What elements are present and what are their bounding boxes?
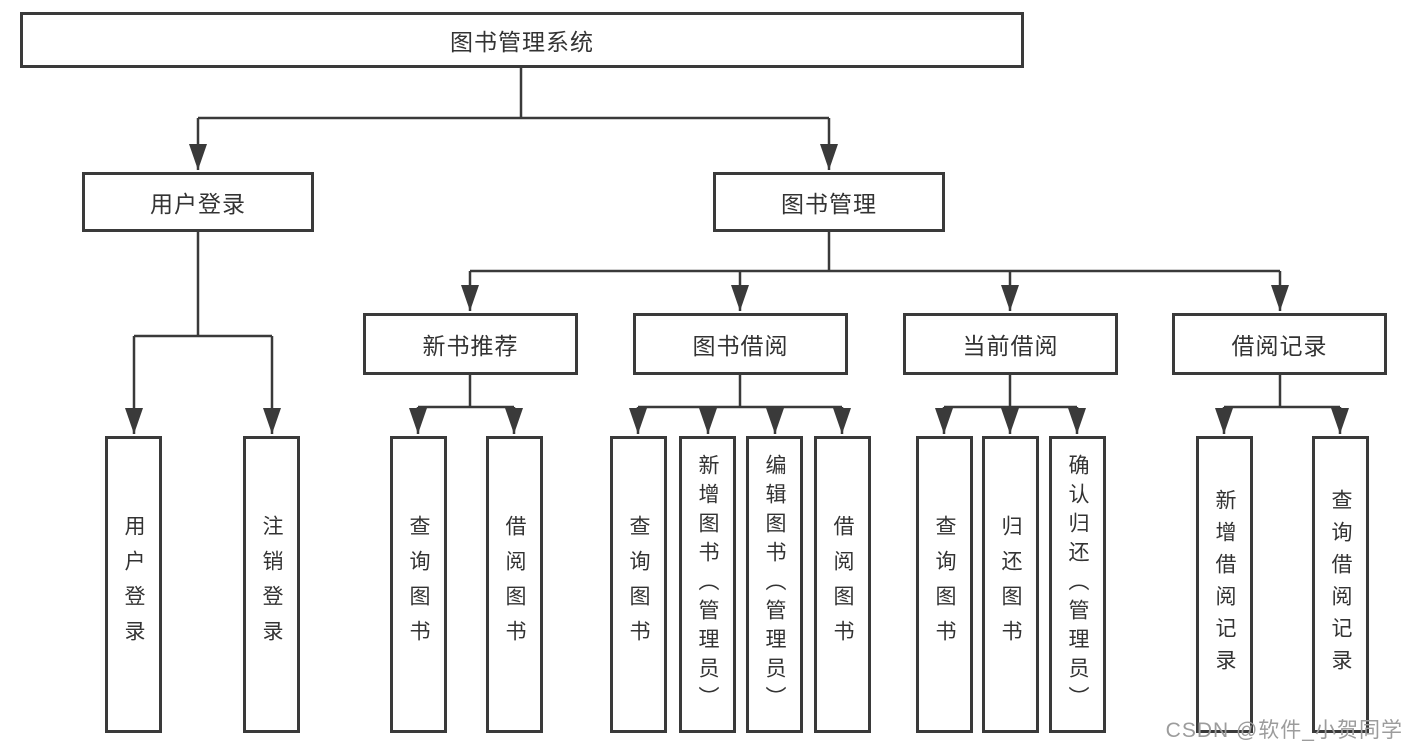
leaf-add-books-admin: 新增图书（管理员）: [679, 436, 736, 733]
node-label: 当前借阅: [962, 333, 1059, 359]
connector-new-book-branch: [409, 375, 523, 434]
leaf-label: 查询借阅记录: [1329, 488, 1352, 681]
csdn-watermark: CSDN @软件_小贺同学: [1165, 719, 1403, 742]
node-label: 新书推荐: [422, 333, 519, 359]
node-user-login: 用户登录: [82, 172, 314, 232]
node-label: 用户登录: [150, 191, 246, 217]
connector-user-login-branch: [125, 232, 281, 434]
leaf-user-login: 用户登录: [105, 436, 162, 733]
node-label: 图书管理系统: [450, 29, 594, 55]
connector-borrow-records-branch: [1215, 375, 1349, 434]
leaf-confirm-return-admin: 确认归还（管理员）: [1049, 436, 1106, 733]
leaf-borrow-books: 借阅图书: [814, 436, 871, 733]
leaf-logout: 注销登录: [243, 436, 300, 733]
leaf-label: 注销登录: [260, 514, 283, 655]
node-label: 图书借阅: [692, 333, 789, 359]
node-book-borrow: 图书借阅: [633, 313, 848, 375]
connector-book-borrow-branch: [629, 375, 851, 434]
leaf-edit-books-admin: 编辑图书（管理员）: [746, 436, 803, 733]
connector-book-mgmt-to-level3: [461, 232, 1289, 311]
node-new-book-recommend: 新书推荐: [363, 313, 578, 375]
leaf-label: 确认归还（管理员）: [1066, 454, 1089, 715]
leaf-query-books: 查询图书: [610, 436, 667, 733]
leaf-label: 新增图书（管理员）: [696, 454, 719, 715]
leaf-label: 查询图书: [407, 514, 430, 655]
leaf-label: 归还图书: [999, 514, 1022, 655]
leaf-query-books: 查询图书: [390, 436, 447, 733]
leaf-label: 借阅图书: [503, 514, 526, 655]
connector-root-to-level2: [189, 68, 838, 170]
leaf-label: 查询图书: [933, 514, 956, 655]
leaf-label: 查询图书: [627, 514, 650, 655]
node-library-system: 图书管理系统: [20, 12, 1024, 68]
leaf-label: 编辑图书（管理员）: [763, 454, 786, 715]
leaf-label: 用户登录: [122, 514, 145, 655]
node-label: 图书管理: [781, 191, 877, 217]
node-borrow-records: 借阅记录: [1172, 313, 1387, 375]
leaf-query-borrow-record: 查询借阅记录: [1312, 436, 1369, 733]
node-label: 借阅记录: [1231, 333, 1328, 359]
node-book-management: 图书管理: [713, 172, 945, 232]
connector-current-borrow-branch: [935, 375, 1086, 434]
leaf-query-books: 查询图书: [916, 436, 973, 733]
leaf-add-borrow-record: 新增借阅记录: [1196, 436, 1253, 733]
leaf-borrow-books: 借阅图书: [486, 436, 543, 733]
node-current-borrow: 当前借阅: [903, 313, 1118, 375]
leaf-return-books: 归还图书: [982, 436, 1039, 733]
leaf-label: 借阅图书: [831, 514, 854, 655]
leaf-label: 新增借阅记录: [1213, 488, 1236, 681]
